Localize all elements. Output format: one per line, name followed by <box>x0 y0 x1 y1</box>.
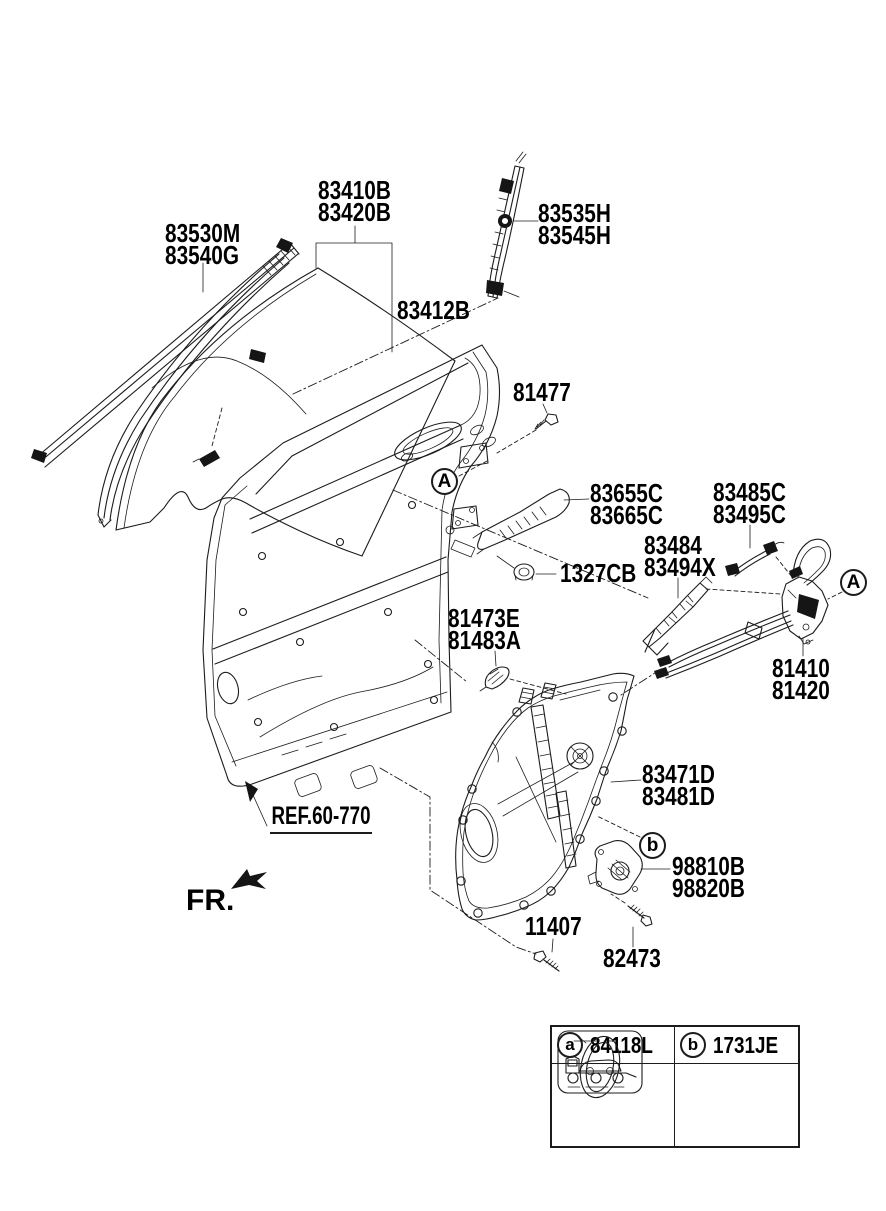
callout-83655C: 83655C 83665C <box>590 478 663 530</box>
callout-83535H: 83535H 83545H <box>538 198 611 250</box>
ref-60-770-label: REF.60-770 <box>270 802 373 834</box>
bolt-81477 <box>534 413 559 430</box>
section-lines <box>292 297 843 955</box>
callout-1327CB: 1327CB <box>560 558 637 588</box>
callout-83484: 83484 83494X <box>644 530 716 582</box>
weatherstrip-run-83530 <box>31 238 300 528</box>
ref-arrow <box>245 781 268 827</box>
bolt-82473 <box>627 904 653 927</box>
callout-11407: 11407 <box>525 911 582 941</box>
vent-glass-run-83535 <box>486 151 527 299</box>
latch-assy-81410 <box>781 538 832 645</box>
bolt-11407 <box>533 950 560 972</box>
callout-83471D: 83471D 83481D <box>642 759 715 811</box>
legend-table: a 84118L b 1731JE <box>550 1025 800 1148</box>
module-panel-83471 <box>455 672 635 921</box>
door-inner-panel <box>202 344 501 797</box>
panel-bolt-holes <box>238 500 439 732</box>
module-bolt-holes <box>456 692 627 918</box>
retainer-clip-81473 <box>479 666 510 692</box>
fr-direction-arrow <box>231 869 267 889</box>
legend-part-1731JE: 1731JE <box>713 1031 779 1058</box>
grommet-icon <box>579 1035 621 1099</box>
callout-82473: 82473 <box>603 943 661 973</box>
regulator-motor-98810 <box>587 840 643 895</box>
detail-marker-A-latch: A <box>840 569 867 596</box>
callout-83485C: 83485C 83495C <box>713 477 786 529</box>
inner-handle-cup <box>394 421 462 462</box>
legend-icon-cell-b <box>579 1035 798 1146</box>
legend-marker-b: b <box>680 1032 706 1058</box>
handle-base-83655 <box>445 488 570 558</box>
detail-marker-A-door: A <box>431 468 458 495</box>
callout-83410B: 83410B 83420B <box>318 175 391 227</box>
detail-marker-b-module: b <box>639 832 666 859</box>
callout-83530M: 83530M 83540G <box>165 218 241 270</box>
callout-98810B: 98810B 98820B <box>672 851 745 903</box>
callout-81473E: 81473E 81483A <box>448 603 521 655</box>
leader-lines <box>202 220 804 953</box>
callout-81410: 81410 81420 <box>772 653 830 705</box>
glass-mount-clip <box>192 407 223 467</box>
fr-label: FR. <box>186 884 235 917</box>
grommet-1327 <box>513 563 535 581</box>
callout-81477: 81477 <box>513 377 571 407</box>
legend-header-b: b 1731JE <box>675 1027 798 1064</box>
lock-cables-83485 <box>654 541 794 679</box>
latch-bracket-83484 <box>642 576 713 656</box>
callout-83412B: 83412B <box>397 295 470 325</box>
